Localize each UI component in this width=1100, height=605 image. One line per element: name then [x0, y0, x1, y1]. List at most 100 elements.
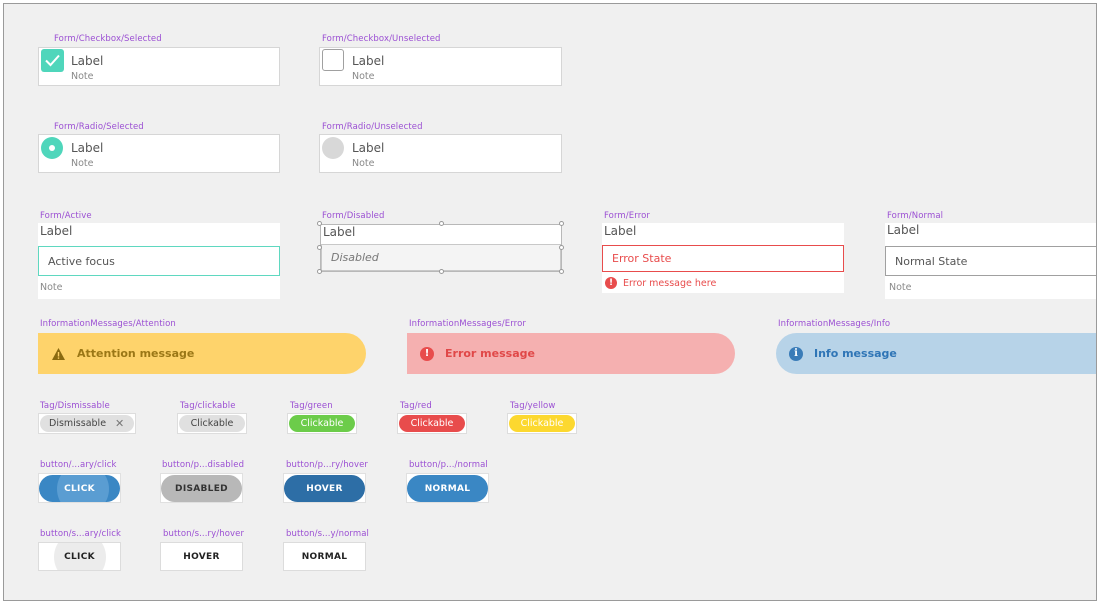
- close-icon[interactable]: ✕: [115, 417, 125, 430]
- form-disabled-title: Form/Disabled: [322, 211, 385, 221]
- tag-clickable-frame: Clickable: [177, 413, 247, 434]
- tag-dismissable-frame: Dismissable ✕: [38, 413, 136, 434]
- btn-primary-normal-title: button/p.../normal: [409, 460, 488, 470]
- radio-note: Note: [71, 158, 94, 169]
- radio-unselected-title: Form/Radio/Unselected: [322, 122, 423, 132]
- form-active-field: Label Active focus Note: [38, 223, 280, 299]
- msg-info-title: InformationMessages/Info: [778, 319, 891, 329]
- radio-unselected-field[interactable]: Label Note: [319, 134, 562, 173]
- radio-checked[interactable]: [41, 137, 63, 159]
- selection-handle[interactable]: [439, 221, 444, 226]
- btn-primary-click-frame: CLICK: [38, 473, 121, 503]
- design-canvas: Form/Checkbox/Selected Label Note Form/C…: [3, 3, 1097, 601]
- msg-attention-title: InformationMessages/Attention: [40, 319, 176, 329]
- btn-primary-disabled-title: button/p...disabled: [162, 460, 245, 470]
- error-input[interactable]: Error State: [602, 245, 844, 272]
- form-normal-title: Form/Normal: [887, 211, 944, 221]
- form-error-field: Label Error State ! Error message here: [602, 223, 844, 293]
- tag-green-frame: Clickable: [287, 413, 357, 434]
- checkbox-unchecked[interactable]: [322, 49, 344, 71]
- tag-dismissable-title: Tag/Dismissable: [40, 401, 110, 411]
- button-text: CLICK: [64, 483, 95, 494]
- checkbox-note: Note: [352, 71, 375, 82]
- field-note: Note: [40, 282, 63, 293]
- error-message: Error message here: [623, 278, 717, 289]
- checkmark-icon: [45, 54, 60, 67]
- primary-disabled-button: DISABLED: [161, 475, 242, 502]
- checkbox-selected-field[interactable]: Label Note: [38, 47, 280, 86]
- btn-primary-click-title: button/...ary/click: [40, 460, 117, 470]
- tag-green[interactable]: Clickable: [289, 415, 355, 432]
- selection-handle[interactable]: [559, 245, 564, 250]
- field-label: Label: [887, 223, 920, 237]
- secondary-click-button[interactable]: CLICK: [38, 542, 121, 571]
- primary-normal-button[interactable]: NORMAL: [407, 475, 488, 502]
- disabled-input: Disabled: [321, 244, 561, 271]
- tag-clickable-title: Tag/clickable: [180, 401, 236, 411]
- btn-secondary-normal-title: button/s...y/normal: [286, 529, 370, 539]
- error-icon: !: [605, 277, 617, 289]
- form-disabled-field: Label Disabled: [320, 224, 562, 272]
- radio-selected-title: Form/Radio/Selected: [54, 122, 144, 132]
- error-message-text: Error message: [445, 347, 535, 360]
- info-icon: i: [789, 346, 803, 361]
- btn-primary-disabled-frame: DISABLED: [160, 473, 243, 503]
- tag-yellow-title: Tag/yellow: [510, 401, 556, 411]
- btn-primary-hover-frame: HOVER: [283, 473, 366, 503]
- checkbox-unselected-field[interactable]: Label Note: [319, 47, 562, 86]
- tag-red-title: Tag/red: [400, 401, 432, 411]
- normal-input[interactable]: Normal State: [885, 246, 1096, 276]
- btn-secondary-click-title: button/s...ary/click: [40, 529, 122, 539]
- field-label: Label: [40, 224, 73, 238]
- secondary-hover-button[interactable]: HOVER: [160, 542, 243, 571]
- attention-message: Attention message: [38, 333, 366, 374]
- selection-handle[interactable]: [317, 245, 322, 250]
- form-error-title: Form/Error: [604, 211, 650, 221]
- form-normal-field: Label Normal State Note: [885, 223, 1096, 299]
- radio-selected-field[interactable]: Label Note: [38, 134, 280, 173]
- tag-text: Dismissable: [49, 418, 107, 429]
- tag-red-frame: Clickable: [397, 413, 467, 434]
- btn-primary-normal-frame: NORMAL: [406, 473, 489, 503]
- form-active-title: Form/Active: [40, 211, 92, 221]
- tag-yellow[interactable]: Clickable: [509, 415, 575, 432]
- info-message: i Info message: [776, 333, 1096, 374]
- tag-dismissable[interactable]: Dismissable ✕: [40, 415, 134, 432]
- active-input[interactable]: Active focus: [38, 246, 280, 276]
- selection-handle[interactable]: [317, 221, 322, 226]
- ripple-effect: [54, 543, 106, 570]
- radio-unchecked[interactable]: [322, 137, 344, 159]
- checkbox-label: Label: [352, 54, 385, 68]
- selection-handle[interactable]: [559, 269, 564, 274]
- checkbox-checked[interactable]: [41, 49, 64, 72]
- field-label: Label: [323, 225, 356, 239]
- info-message-text: Info message: [814, 347, 897, 360]
- msg-error-title: InformationMessages/Error: [409, 319, 526, 329]
- secondary-normal-button[interactable]: NORMAL: [283, 542, 366, 571]
- primary-hover-button[interactable]: HOVER: [284, 475, 365, 502]
- btn-secondary-hover-title: button/s...ry/hover: [163, 529, 245, 539]
- primary-click-button[interactable]: CLICK: [39, 475, 120, 502]
- selection-handle[interactable]: [559, 221, 564, 226]
- error-icon: !: [420, 346, 434, 361]
- field-label: Label: [604, 224, 637, 238]
- button-text: CLICK: [64, 551, 95, 562]
- selection-handle[interactable]: [317, 269, 322, 274]
- checkbox-selected-title: Form/Checkbox/Selected: [54, 34, 162, 44]
- radio-label: Label: [71, 141, 104, 155]
- tag-yellow-frame: Clickable: [507, 413, 577, 434]
- ripple-effect: [57, 475, 109, 502]
- field-note: Note: [889, 282, 912, 293]
- tag-clickable[interactable]: Clickable: [179, 415, 245, 432]
- error-message-banner: ! Error message: [407, 333, 735, 374]
- checkbox-label: Label: [71, 54, 104, 68]
- checkbox-note: Note: [71, 71, 94, 82]
- tag-red[interactable]: Clickable: [399, 415, 465, 432]
- radio-note: Note: [352, 158, 375, 169]
- selection-handle[interactable]: [439, 269, 444, 274]
- checkbox-unselected-title: Form/Checkbox/Unselected: [322, 34, 441, 44]
- tag-green-title: Tag/green: [290, 401, 333, 411]
- btn-primary-hover-title: button/p...ry/hover: [286, 460, 369, 470]
- radio-label: Label: [352, 141, 385, 155]
- warning-icon: [52, 347, 65, 360]
